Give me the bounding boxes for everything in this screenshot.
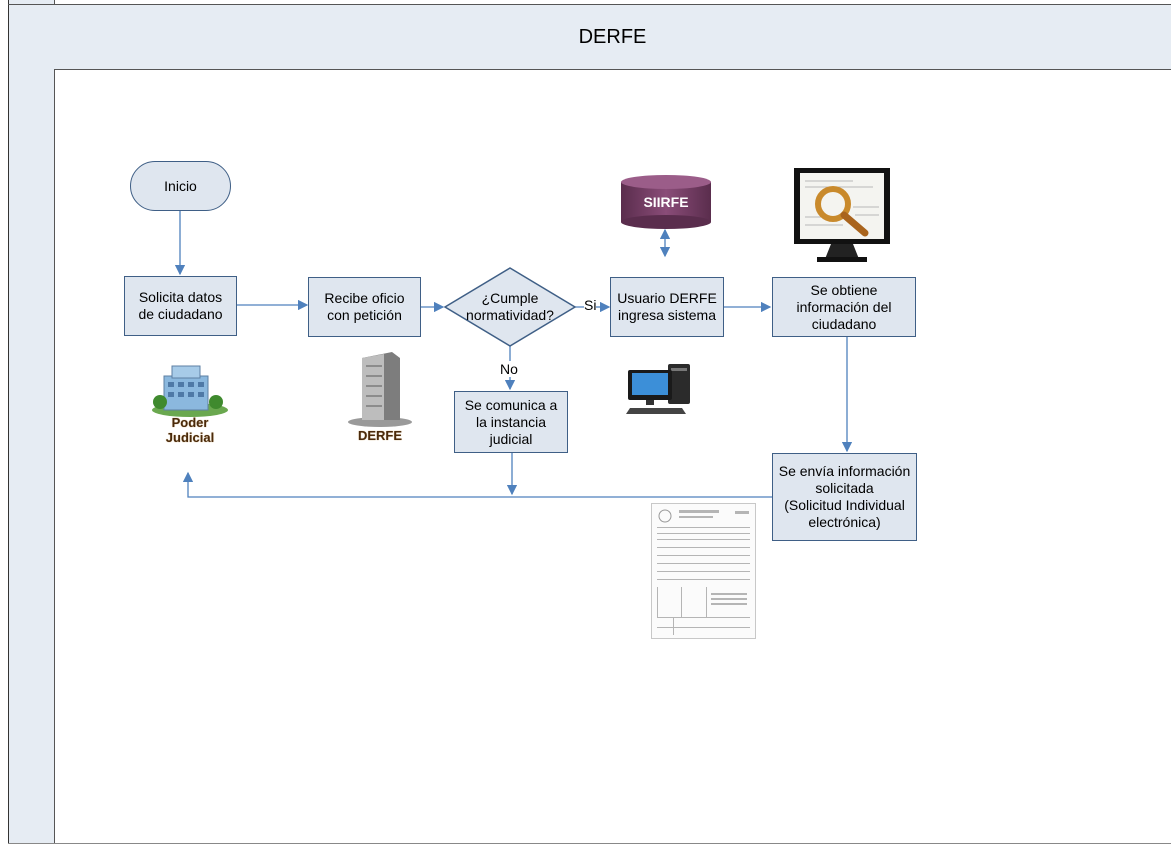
derfe-building-icon — [348, 352, 412, 427]
poder-judicial-building-icon — [152, 365, 228, 417]
node-start-label: Inicio — [164, 178, 197, 194]
database-label: SIIRFE — [643, 194, 689, 210]
node-send-label: Se envía información solicitada (Solicit… — [778, 463, 911, 530]
form-document-icon — [651, 503, 756, 639]
edge-label-yes: Si — [584, 297, 597, 313]
node-login-label: Usuario DERFE ingresa sistema — [617, 290, 717, 323]
lane-side-strip — [9, 0, 55, 844]
lane-title: DERFE — [578, 25, 647, 48]
node-notify: Se comunica a la instancia judicial — [454, 391, 568, 453]
lane-header: DERFE — [54, 4, 1171, 70]
node-login: Usuario DERFE ingresa sistema — [610, 277, 724, 337]
node-receive: Recibe oficio con petición — [308, 277, 421, 337]
database-icon — [621, 175, 711, 229]
node-start: Inicio — [130, 161, 231, 211]
node-request: Solicita datos de ciudadano — [124, 276, 237, 336]
decision-diamond — [443, 267, 577, 347]
top-border — [8, 4, 54, 5]
node-decision-label: ¿Cumple normatividad? — [466, 290, 554, 323]
node-request-label: Solicita datos de ciudadano — [138, 289, 223, 322]
node-receive-label: Recibe oficio con petición — [324, 290, 405, 323]
edge-send-poder — [182, 471, 772, 498]
poder-judicial-label: Poder Judicial — [165, 415, 215, 445]
node-obtain-label: Se obtiene información del ciudadano — [796, 281, 892, 332]
computer-icon — [626, 364, 690, 414]
node-send: Se envía información solicitada (Solicit… — [772, 453, 917, 541]
node-notify-label: Se comunica a la instancia judicial — [464, 396, 558, 447]
derfe-building-label: DERFE — [357, 428, 403, 443]
monitor-magnifier-icon — [794, 168, 890, 262]
frame-left-border — [8, 0, 9, 844]
node-obtain: Se obtiene información del ciudadano — [772, 277, 916, 337]
edge-label-no: No — [500, 361, 518, 377]
